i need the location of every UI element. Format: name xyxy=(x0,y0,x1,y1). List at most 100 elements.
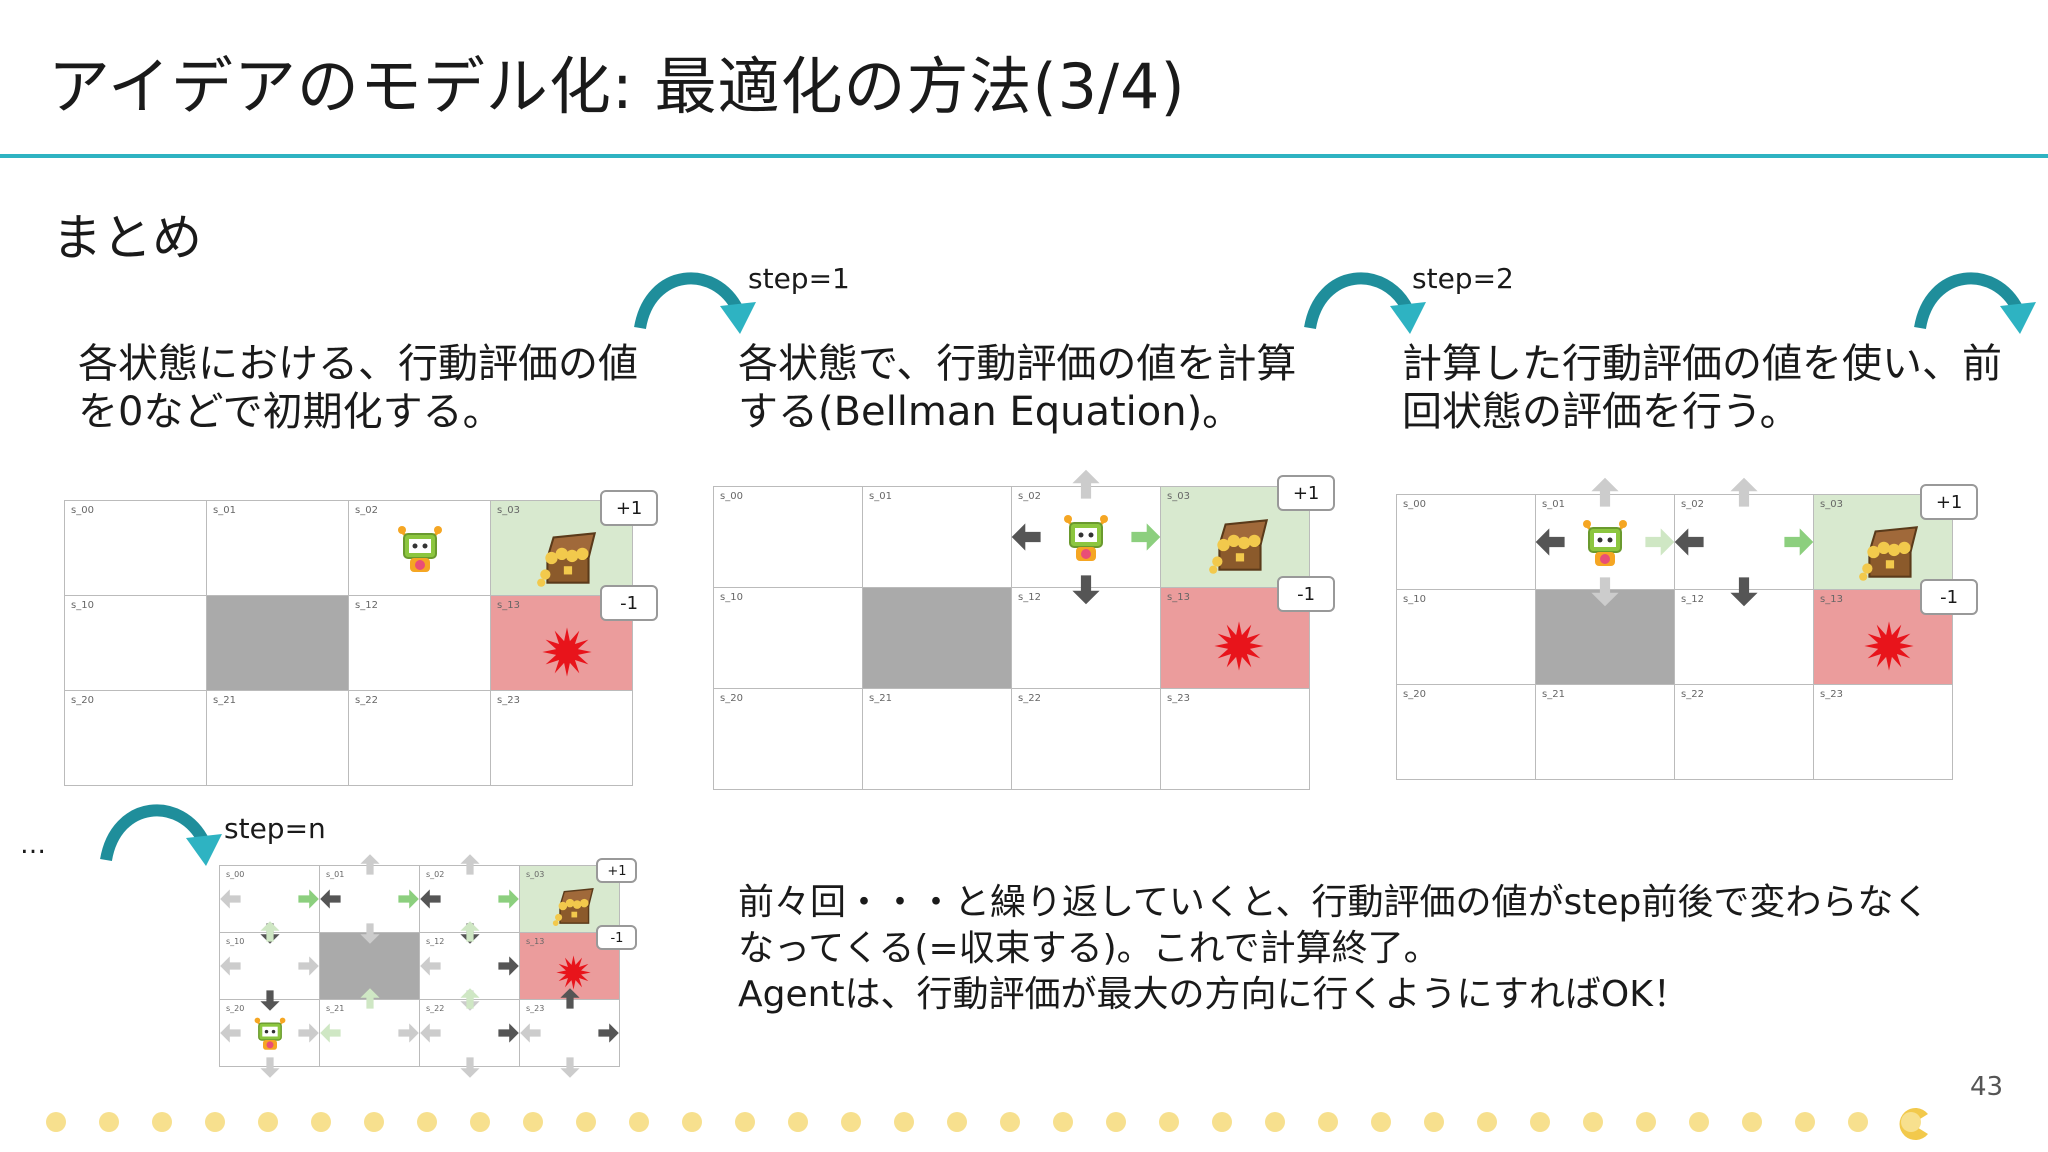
explosion-icon xyxy=(1211,618,1267,678)
cell-label: s_03 xyxy=(1820,499,1843,510)
arrow-left-icon xyxy=(319,1021,343,1049)
arrow-right-icon xyxy=(1128,520,1162,558)
curved-arrow-icon xyxy=(100,804,222,866)
cell-label: s_13 xyxy=(526,937,545,946)
arrow-right-icon xyxy=(296,1021,320,1049)
grid-cell xyxy=(1536,590,1675,685)
section-subtitle: まとめ xyxy=(52,209,202,267)
arrow-left-icon xyxy=(1673,525,1707,563)
arrow-right-icon xyxy=(496,887,520,915)
arrow-left-icon xyxy=(219,1021,243,1049)
footer-dots xyxy=(46,1108,1928,1140)
page-number: 43 xyxy=(1970,1072,2004,1102)
grid-cell: s_23 xyxy=(1814,685,1953,780)
curved-arrow-icon xyxy=(1304,272,1426,334)
grid-cell: s_21 xyxy=(863,689,1012,790)
grid-cell xyxy=(863,588,1012,689)
robot-agent-icon xyxy=(1575,512,1635,576)
title-underline xyxy=(0,154,2048,158)
cell-label: s_13 xyxy=(1820,594,1843,605)
cell-label: s_13 xyxy=(497,600,520,611)
arrow-up-icon xyxy=(458,853,482,881)
cell-label: s_13 xyxy=(1167,592,1190,603)
cell-label: s_21 xyxy=(326,1004,345,1013)
cell-label: s_23 xyxy=(497,695,520,706)
grid-cell xyxy=(207,596,349,691)
cell-label: s_22 xyxy=(426,1004,445,1013)
arrow-down-icon xyxy=(1588,574,1622,612)
cell-label: s_01 xyxy=(1542,499,1565,510)
grid-cell: s_03 +1 xyxy=(491,489,659,596)
grid-cell: s_22 xyxy=(349,691,491,786)
grid-cell: s_21 xyxy=(1536,685,1675,780)
grid-cell: s_22 xyxy=(1012,689,1161,790)
footer-dot xyxy=(205,1112,225,1132)
footer-dot xyxy=(1848,1112,1868,1132)
reward-plus-bubble: +1 xyxy=(1920,483,1979,520)
step-2-label: step=2 xyxy=(1412,262,1514,295)
arrow-right-icon xyxy=(596,1021,620,1049)
description-bellman: 各状態で、行動評価の値を計算 する(Bellman Equation)。 xyxy=(738,341,1297,435)
cell-label: s_20 xyxy=(71,695,94,706)
arrow-up-icon xyxy=(358,987,382,1015)
grid-cell: s_23 xyxy=(1161,689,1310,790)
footer-dot xyxy=(576,1112,596,1132)
grid-cell: s_12 xyxy=(1012,588,1161,689)
arrow-up-icon xyxy=(258,920,282,948)
footer-dot xyxy=(1583,1112,1603,1132)
cell-label: s_10 xyxy=(720,592,743,603)
reward-plus-bubble: +1 xyxy=(1277,475,1336,511)
explosion-icon xyxy=(1861,618,1917,678)
cell-label: s_12 xyxy=(355,600,378,611)
cell-label: s_00 xyxy=(1403,499,1426,510)
footer-dot xyxy=(1424,1112,1444,1132)
footer-dot xyxy=(1000,1112,1020,1132)
grid-cell: s_00 xyxy=(1397,495,1536,590)
arrow-left-icon xyxy=(219,954,243,982)
arrow-up-icon xyxy=(358,853,382,881)
arrow-right-icon xyxy=(396,887,420,915)
arrow-right-icon xyxy=(496,1021,520,1049)
grid-cell: s_21 xyxy=(319,988,420,1067)
step-n-label: step=n xyxy=(224,812,326,845)
grid-cell: s_21 xyxy=(207,691,349,786)
robot-agent-icon xyxy=(249,1012,291,1058)
cell-label: s_00 xyxy=(720,491,743,502)
cell-label: s_01 xyxy=(869,491,892,502)
footer-dot xyxy=(1689,1112,1709,1132)
cell-label: s_12 xyxy=(1681,594,1704,605)
footer-dot xyxy=(894,1112,914,1132)
grid-cell: s_13 -1 xyxy=(1814,578,1979,685)
arrow-right-icon xyxy=(296,887,320,915)
footer-dot xyxy=(841,1112,861,1132)
arrow-up-icon xyxy=(1727,476,1761,514)
grid-cell: s_00 xyxy=(714,487,863,588)
grid-cell: s_20 xyxy=(714,689,863,790)
arrow-up-icon xyxy=(458,920,482,948)
step-1-label: step=1 xyxy=(748,262,850,295)
footer-dot xyxy=(364,1112,384,1132)
footer-dot xyxy=(523,1112,543,1132)
summary-text: 前々回・・・と繰り返していくと、行動評価の値がstep前後で変わらなく なってく… xyxy=(738,882,1930,1015)
arrow-right-icon xyxy=(496,954,520,982)
grid-cell: s_03 +1 xyxy=(1814,483,1979,592)
reward-minus-bubble: -1 xyxy=(1920,578,1979,615)
cell-label: s_23 xyxy=(526,1004,545,1013)
arrow-right-icon xyxy=(396,1021,420,1049)
footer-dot xyxy=(1901,1112,1921,1132)
arrow-left-icon xyxy=(419,1021,443,1049)
cell-label: s_10 xyxy=(71,600,94,611)
explosion-icon xyxy=(554,953,593,996)
footer-dot xyxy=(682,1112,702,1132)
cell-label: s_12 xyxy=(1018,592,1041,603)
treasure-chest-icon xyxy=(1855,516,1927,592)
cell-label: s_10 xyxy=(226,937,245,946)
cell-label: s_21 xyxy=(1542,689,1565,700)
cell-label: s_02 xyxy=(355,505,378,516)
cell-label: s_02 xyxy=(1018,491,1041,502)
footer-dot xyxy=(258,1112,278,1132)
cell-label: s_02 xyxy=(1681,499,1704,510)
footer-dot xyxy=(1742,1112,1762,1132)
